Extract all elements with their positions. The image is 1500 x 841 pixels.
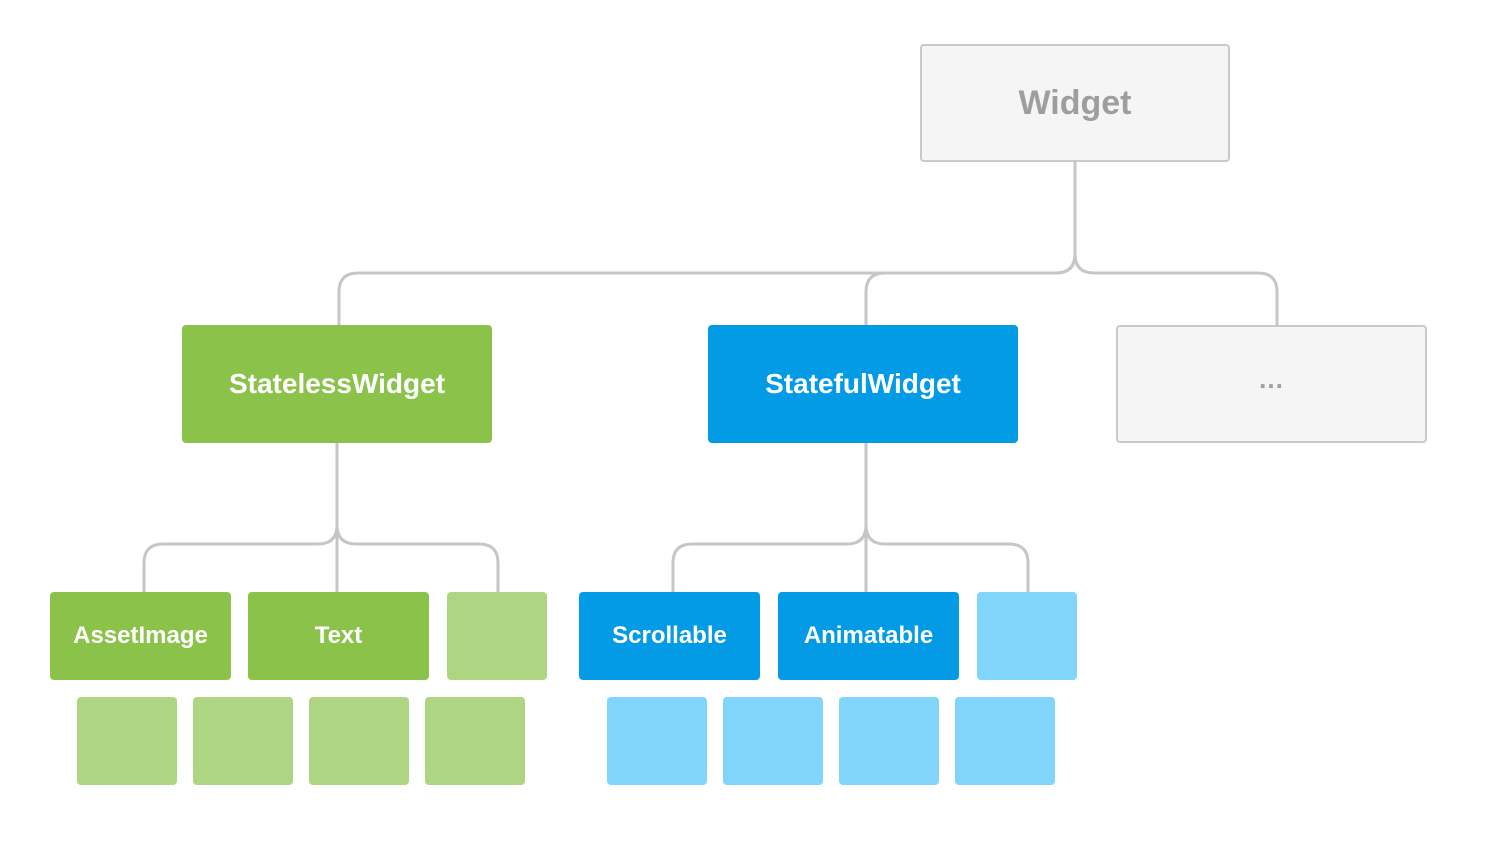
scrollable-label: Scrollable (612, 622, 727, 649)
stateless-widget-node: StatelessWidget (182, 325, 492, 443)
text-label: Text (314, 622, 363, 649)
stateless-widget-label: StatelessWidget (228, 368, 446, 399)
more-widgets-label: ... (1259, 363, 1284, 394)
connector-root-to-more (1073, 253, 1279, 325)
animatable-label: Animatable (803, 622, 934, 649)
stateful-widget-label: StatefulWidget (765, 368, 961, 399)
stateless-descendant-box (309, 697, 409, 785)
connector-stateful-to-blank (864, 524, 1030, 592)
stateful-widget-node: StatefulWidget (708, 325, 1018, 443)
stateful-blank-node (977, 592, 1077, 680)
stateless-descendant-box (425, 697, 525, 785)
more-widgets-node: ... (1116, 325, 1427, 443)
connector-stateless-to-blank (335, 524, 500, 592)
stateful-descendant-box (955, 697, 1055, 785)
stateful-descendant-box (607, 697, 707, 785)
asset-image-node: AssetImage (50, 592, 231, 680)
stateful-descendant-box (839, 697, 939, 785)
asset-image-label: AssetImage (73, 622, 208, 649)
stateless-descendant-box (193, 697, 293, 785)
scrollable-node: Scrollable (579, 592, 760, 680)
stateless-blank-node (447, 592, 547, 680)
connector-stateful-to-scrollable (671, 443, 868, 592)
connector-root-trunk (337, 162, 1077, 325)
text-node: Text (248, 592, 429, 680)
widget-label: Widget (1018, 83, 1132, 122)
stateful-descendant-box (723, 697, 823, 785)
connector-stateless-to-assetimage (142, 443, 339, 592)
connector-root-to-stateful (864, 253, 1077, 325)
animatable-node: Animatable (778, 592, 959, 680)
widget-node: Widget (920, 44, 1230, 162)
stateless-descendant-box (77, 697, 177, 785)
